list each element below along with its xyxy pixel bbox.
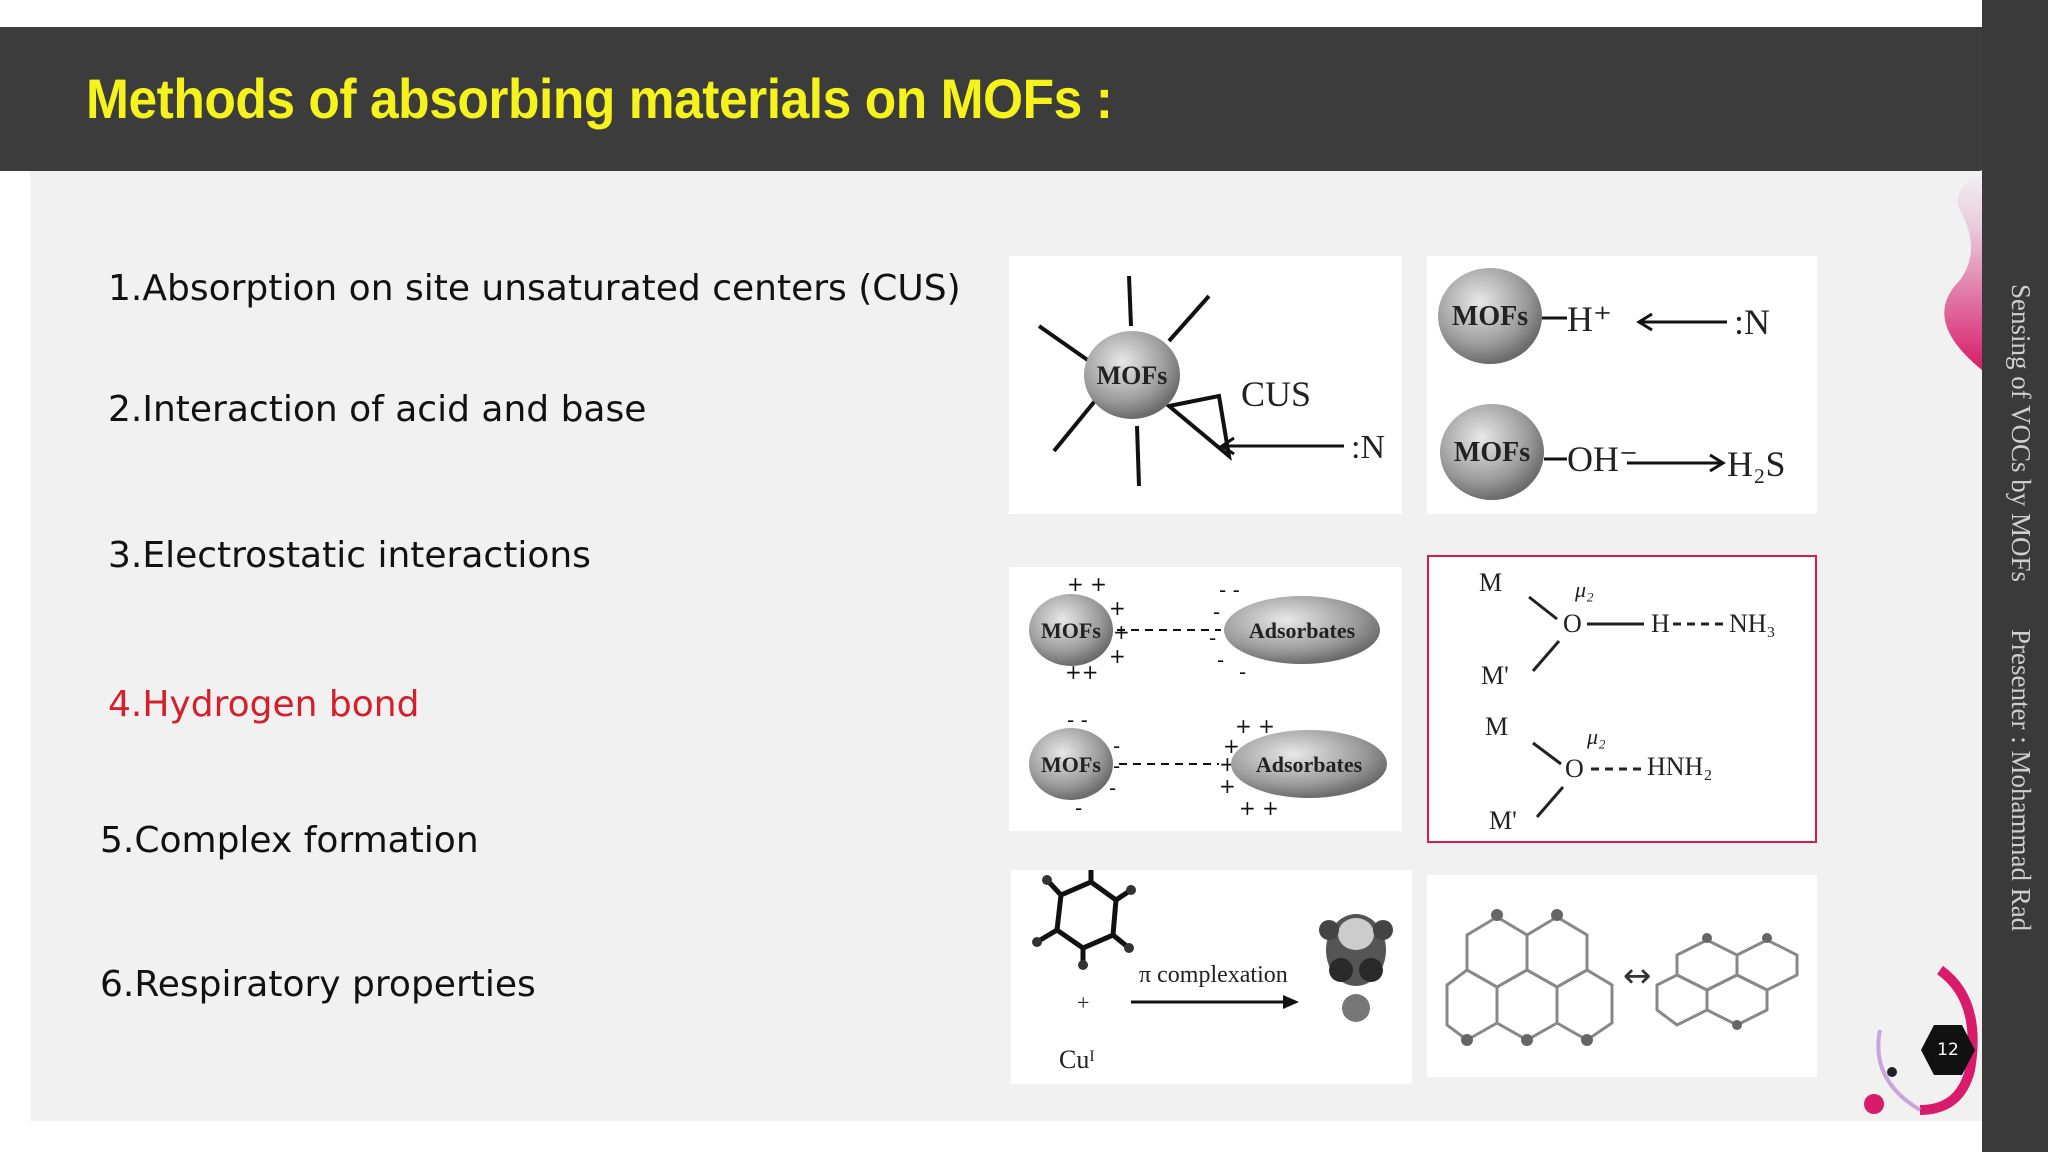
mofs-label-top: MOFs — [1452, 301, 1528, 332]
method-item-hydrogen-bond: 4.Hydrogen bond — [108, 684, 420, 725]
svg-text:+: + — [1109, 596, 1126, 620]
pi-complexation-label: π complexation — [1139, 962, 1288, 988]
mofs-sphere — [1084, 331, 1180, 419]
mu2-top: μ₂ — [1574, 577, 1594, 602]
method-item-complex: 5.Complex formation — [100, 820, 479, 861]
svg-text:+ +: + + — [1239, 796, 1279, 820]
mofs-label: MOFs — [1097, 361, 1168, 390]
svg-text:-: - — [1113, 754, 1120, 778]
h2s-label: H₂S — [1727, 444, 1786, 484]
page-badge-decoration — [1864, 965, 1978, 1115]
plus-sign: + — [1077, 990, 1089, 1015]
svg-text:-: - — [1213, 600, 1220, 624]
method-item-cus: 1.Absorption on site unsaturated centers… — [108, 268, 961, 309]
presenter-caption: Presenter : Mohammad Rad — [2006, 628, 2036, 931]
figure-electrostatic: MOFs + +++ +++ - --- -- Adsorbates MOFs … — [1009, 567, 1402, 831]
figure-respiratory: ↔ — [1427, 875, 1817, 1077]
svg-text:-: - — [1109, 776, 1116, 800]
svg-text:++: ++ — [1065, 660, 1099, 684]
page-number: 12 — [1937, 1040, 1959, 1060]
side-strip — [1982, 0, 2048, 1152]
oxygen-bottom: O — [1565, 754, 1584, 783]
svg-text:- -: - - — [1219, 578, 1240, 602]
slide-title: Methods of absorbing materials on MOFs : — [86, 67, 1113, 130]
n-label-top: :N — [1734, 302, 1770, 342]
page-number-badge — [1921, 1025, 1975, 1075]
svg-text:+: + — [1219, 774, 1236, 798]
svg-text:-: - — [1239, 660, 1246, 684]
h-plus-label: H⁺ — [1567, 299, 1612, 339]
hydrogen-label: H — [1651, 609, 1670, 638]
method-item-electrostatic: 3.Electrostatic interactions — [108, 535, 591, 576]
svg-text:+: + — [1109, 644, 1126, 668]
method-item-respiratory: 6.Respiratory properties — [100, 964, 536, 1005]
metal-m-prime-top: M' — [1481, 661, 1509, 690]
svg-text:-: - — [1075, 796, 1082, 820]
svg-text:+ +: + + — [1235, 714, 1275, 738]
mu2-bottom: μ₂ — [1586, 724, 1606, 749]
adsorbates-label-top: Adsorbates — [1249, 618, 1356, 643]
decorative-ribbon — [1944, 170, 1982, 370]
topic-caption: Sensing of VOCs by MOFs — [2006, 284, 2036, 583]
svg-text:+: + — [1223, 734, 1240, 758]
svg-text:- -: - - — [1067, 708, 1088, 732]
svg-text:+ +: + + — [1067, 572, 1107, 596]
n-label: :N — [1351, 429, 1385, 466]
figure-complex: + Cuᴵ π complexation — [1011, 870, 1412, 1084]
reversible-arrow: ↔ — [1623, 956, 1652, 996]
adsorbates-label-bottom: Adsorbates — [1256, 752, 1363, 777]
svg-text:-: - — [1217, 648, 1224, 672]
svg-text:-: - — [1209, 626, 1216, 650]
title-bar — [0, 27, 1982, 171]
cus-label: CUS — [1241, 374, 1311, 414]
figure-hydrogen-bond: M μ₂ O H NH₃ M' M μ₂ O HNH₂ M' — [1427, 555, 1817, 843]
svg-text:+: + — [1219, 752, 1236, 776]
mofs-label-bottom: MOFs — [1454, 437, 1530, 468]
figure-acid-base: MOFs H⁺ :N MOFs OH⁻ H₂S — [1427, 256, 1817, 514]
metal-m-top: M — [1479, 568, 1502, 597]
hnh2-label: HNH₂ — [1647, 752, 1712, 781]
nh3-label: NH₃ — [1729, 609, 1776, 638]
metal-m-bottom: M — [1485, 712, 1508, 741]
mofs-label-bottom: MOFs — [1041, 752, 1101, 777]
svg-text:-: - — [1113, 734, 1120, 758]
oh-label: OH⁻ — [1567, 439, 1638, 479]
figure-cus: MOFs CUS :N — [1009, 256, 1402, 514]
svg-text:+: + — [1113, 620, 1130, 644]
cu-label: Cuᴵ — [1059, 1045, 1095, 1074]
metal-m-prime-bottom: M' — [1489, 806, 1517, 835]
side-caption: Sensing of VOCs by MOFs Presenter : Moha… — [1996, 284, 2036, 964]
method-item-acid-base: 2.Interaction of acid and base — [108, 389, 647, 430]
mofs-label-top: MOFs — [1041, 618, 1101, 643]
oxygen-top: O — [1563, 609, 1582, 638]
